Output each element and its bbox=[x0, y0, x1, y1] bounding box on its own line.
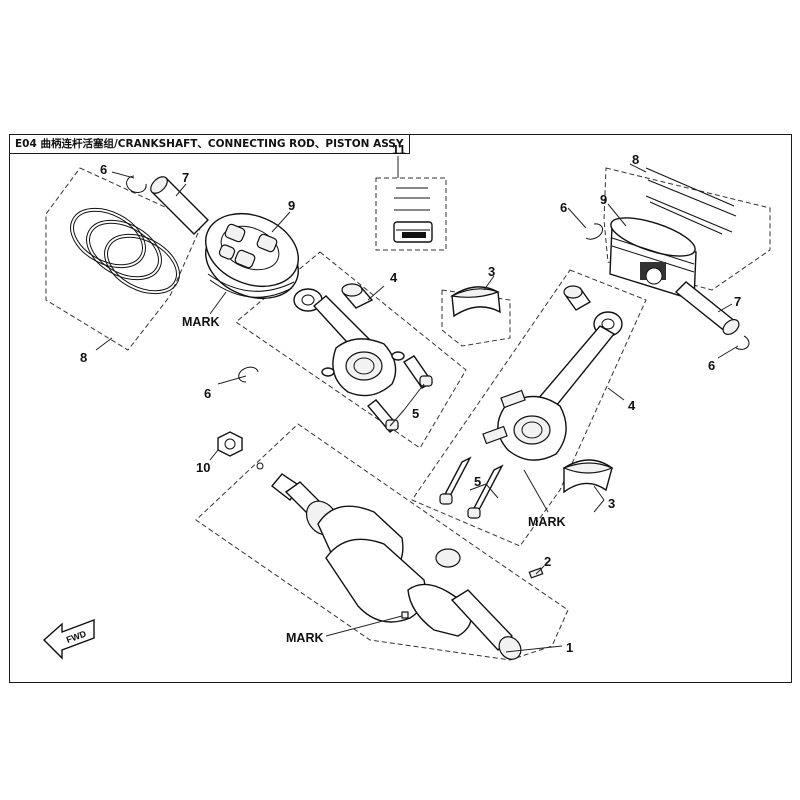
callout-7-left: 7 bbox=[182, 170, 189, 185]
crankshaft-group-outline bbox=[195, 423, 569, 661]
crankshaft-nut bbox=[217, 431, 264, 470]
mark-label-crankshaft: MARK bbox=[286, 631, 324, 645]
piston-right bbox=[609, 217, 697, 301]
conrod-bolts-left bbox=[366, 355, 434, 433]
callout-4-left: 4 bbox=[390, 270, 398, 285]
callout-6-right-lower: 6 bbox=[708, 358, 715, 373]
conrod-right-group-outline bbox=[411, 269, 647, 547]
conrod-bolts-right bbox=[439, 456, 504, 519]
callout-10: 10 bbox=[196, 460, 210, 475]
piston-rings-right bbox=[645, 167, 737, 235]
piston-ring-set bbox=[393, 187, 433, 243]
circlip-right-upper bbox=[585, 223, 604, 240]
ring-set-box-outline bbox=[375, 177, 447, 251]
crankshaft bbox=[270, 473, 544, 660]
callout-5-right: 5 bbox=[474, 474, 481, 489]
circlip-right-lower bbox=[735, 335, 750, 350]
small-end-bushing-right bbox=[563, 285, 592, 311]
callout-3-right: 3 bbox=[608, 496, 615, 511]
mark-label-conrod: MARK bbox=[528, 515, 566, 529]
callout-2: 2 bbox=[544, 554, 551, 569]
callout-8-right: 8 bbox=[632, 152, 639, 167]
piston-ring-group-outline bbox=[45, 167, 203, 351]
callout-9-right: 9 bbox=[600, 192, 607, 207]
connecting-rod-left bbox=[293, 288, 405, 397]
small-end-bushing bbox=[341, 283, 374, 309]
callout-8-left: 8 bbox=[80, 350, 87, 365]
mark-label-piston: MARK bbox=[182, 315, 220, 329]
bearing-shell-top bbox=[450, 286, 501, 318]
piston-rings-left bbox=[70, 207, 180, 295]
bearing-shell-right bbox=[562, 459, 614, 494]
callout-6-right-upper: 6 bbox=[560, 200, 567, 215]
callout-6-top-left: 6 bbox=[100, 162, 107, 177]
connecting-rod-right bbox=[482, 311, 623, 461]
callout-5-left: 5 bbox=[412, 406, 419, 421]
callout-9-left: 9 bbox=[288, 198, 295, 213]
callout-6-middle-left: 6 bbox=[204, 386, 211, 401]
fwd-arrow-icon: FWD bbox=[42, 618, 95, 660]
callout-11: 11 bbox=[392, 142, 406, 157]
callout-1: 1 bbox=[566, 640, 573, 655]
piston-left bbox=[205, 213, 299, 299]
callout-4-right: 4 bbox=[628, 398, 636, 413]
piston-pin-right bbox=[674, 281, 740, 335]
circlip-middle-left bbox=[238, 366, 259, 383]
diagram-title: E04 曲柄连杆活塞组/CRANKSHAFT、CONNECTING ROD、PI… bbox=[9, 134, 411, 154]
diagram-frame bbox=[9, 134, 792, 683]
callout-7-right: 7 bbox=[734, 294, 741, 309]
piston-pin-left bbox=[150, 176, 209, 235]
circlip-top-left bbox=[126, 175, 147, 193]
callout-3-top: 3 bbox=[488, 264, 495, 279]
piston-right-group-outline bbox=[603, 167, 771, 291]
leader-lines bbox=[95, 156, 739, 653]
